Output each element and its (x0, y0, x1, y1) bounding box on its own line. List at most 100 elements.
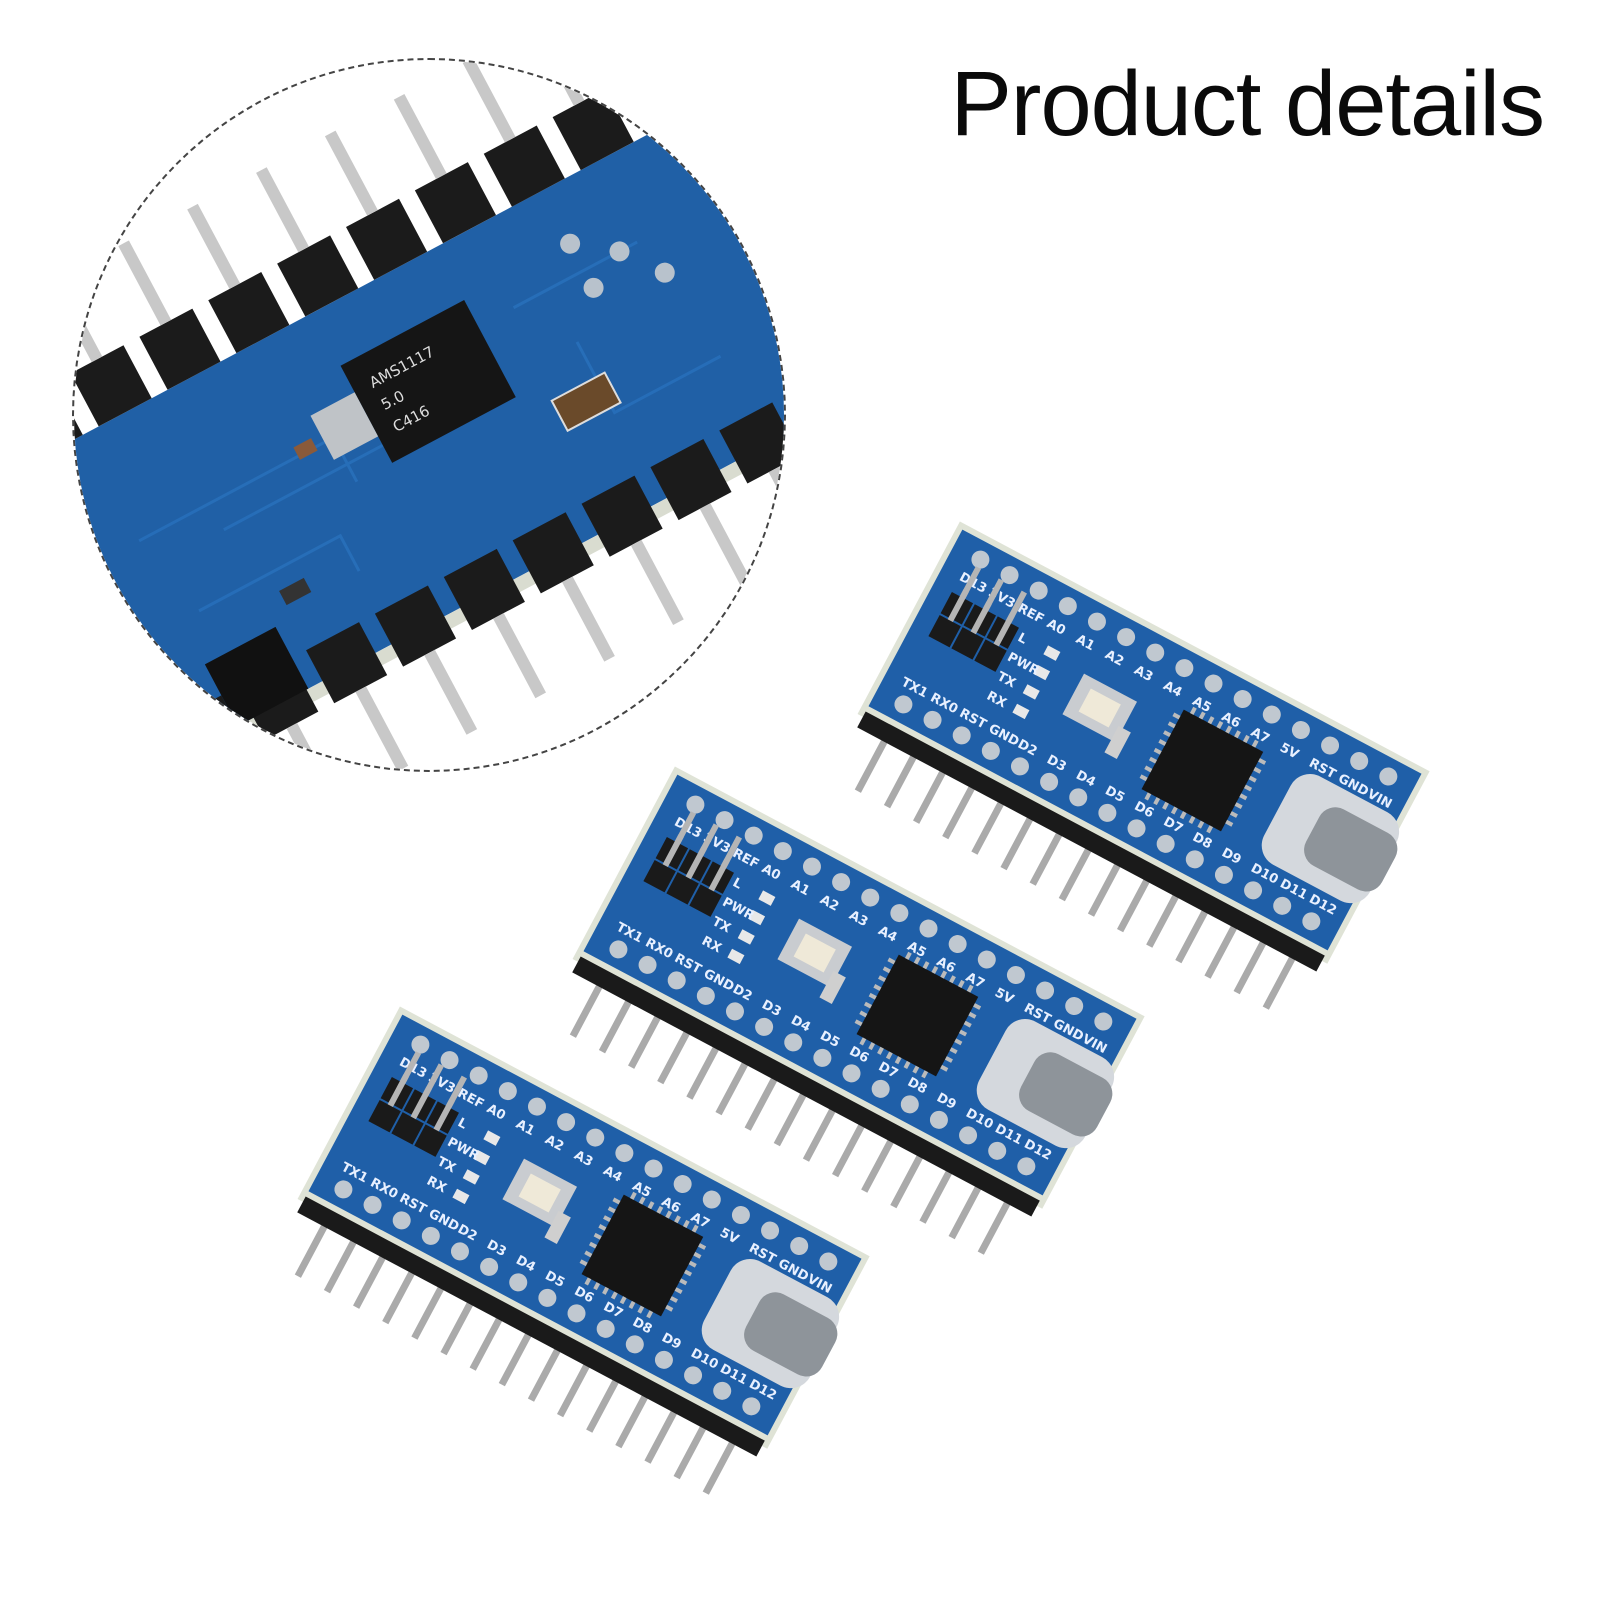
bottom-pad (609, 940, 628, 959)
bottom-pad (742, 1397, 761, 1416)
top-pad (1029, 581, 1048, 600)
mcu-lead (1251, 739, 1259, 748)
bottom-pad (1156, 834, 1175, 853)
icsp-block (391, 1112, 424, 1145)
reset-button-cap (518, 1173, 561, 1213)
bottom-pin (1262, 944, 1302, 1010)
mcu-lead (940, 1064, 949, 1072)
bottom-pin (469, 1305, 509, 1371)
bottom-pad (900, 1095, 919, 1114)
mcu-lead (619, 1296, 627, 1305)
bottom-pad (696, 986, 715, 1005)
reset-button-cap (793, 933, 836, 973)
reset-button-cap (1078, 688, 1121, 728)
tantalum-capacitor (550, 371, 622, 433)
top-pad (802, 857, 821, 876)
bottom-pin (1233, 929, 1273, 995)
mcu-lead (882, 966, 891, 974)
zoom-header-block (306, 622, 388, 704)
zoom-usb-chip (204, 626, 309, 727)
mcu-lead (1198, 711, 1206, 720)
top-pad (761, 1221, 780, 1240)
zoom-header-block (139, 308, 221, 390)
top-pad (790, 1237, 809, 1256)
mcu-lead (1242, 734, 1250, 743)
mcu-lead (1144, 765, 1153, 773)
bottom-header-strip (857, 711, 1325, 972)
bottom-pin (802, 1096, 842, 1162)
top-pad (819, 1252, 838, 1271)
top-pad (411, 1035, 430, 1054)
mcu-lead (954, 1038, 963, 1046)
top-pad (1094, 1012, 1113, 1031)
bottom-pad (755, 1017, 774, 1036)
bottom-pin (598, 988, 638, 1054)
zoom-header-pin (424, 649, 478, 735)
usb-c-port (1019, 1052, 1113, 1137)
mcu-lead (963, 1020, 972, 1028)
top-pad (890, 904, 909, 923)
top-pad (469, 1066, 488, 1085)
mcu-lead (1207, 716, 1215, 725)
top-pad (744, 826, 763, 845)
top-pad (773, 842, 792, 861)
bottom-pad (421, 1226, 440, 1245)
icsp-block (951, 627, 984, 660)
zoom-detail-circle: AMS1117 5.0 C416 (72, 58, 786, 772)
mcu-lead (921, 1070, 929, 1079)
bottom-pad (813, 1048, 832, 1067)
zoom-header-block (552, 88, 634, 171)
mcu-lead (894, 1056, 902, 1065)
smd-led (452, 1188, 470, 1205)
mcu-lead (646, 1310, 654, 1319)
mcu-lead (628, 1300, 636, 1309)
bottom-pad (1040, 772, 1059, 791)
top-pad (977, 950, 996, 969)
bottom-pin (586, 1367, 626, 1433)
bottom-pin (1087, 851, 1127, 917)
mcu-lead (1225, 725, 1233, 734)
nano-board-group: D13TX13V3RX0REFRSTA0GNDA1D2A2D3A3D4A4D5A… (294, 1006, 870, 1495)
zoom-header-block (650, 438, 732, 521)
top-pad (919, 919, 938, 938)
top-pad (615, 1144, 634, 1163)
mcu-lead (1163, 730, 1172, 738)
top-pad (861, 888, 880, 907)
mcu-lead (887, 957, 896, 965)
bottom-pin (1175, 898, 1215, 964)
mcu-lead (1179, 811, 1187, 820)
bottom-header-strip (572, 956, 1040, 1217)
icsp-block (368, 1099, 401, 1133)
top-pad (1262, 705, 1281, 724)
smd-led (758, 890, 776, 906)
top-pad (1175, 659, 1194, 678)
zoom-header-pin (562, 576, 615, 662)
bottom-pin (942, 774, 982, 840)
mcu-lead (1144, 792, 1152, 801)
bottom-pin (557, 1352, 597, 1418)
mcu-lead (674, 1215, 681, 1224)
icsp-pin (662, 834, 684, 868)
mcu-lead (674, 1287, 683, 1295)
mcu-lead (1172, 712, 1181, 720)
smd-led (748, 909, 766, 926)
top-pad (971, 550, 990, 569)
smd-led (462, 1169, 480, 1185)
mcu-lead (665, 1304, 674, 1312)
top-pad (1117, 628, 1136, 647)
bottom-pad (842, 1064, 861, 1083)
top-pad (1233, 690, 1252, 709)
bottom-pin (294, 1212, 334, 1278)
mcu-lead (629, 1191, 637, 1200)
mcu-lead (931, 965, 939, 974)
voltage-regulator-chip (340, 300, 516, 463)
icsp-block (928, 614, 961, 648)
mcu-lead (904, 951, 912, 960)
bottom-pad (567, 1304, 586, 1323)
top-pad (1321, 736, 1340, 755)
